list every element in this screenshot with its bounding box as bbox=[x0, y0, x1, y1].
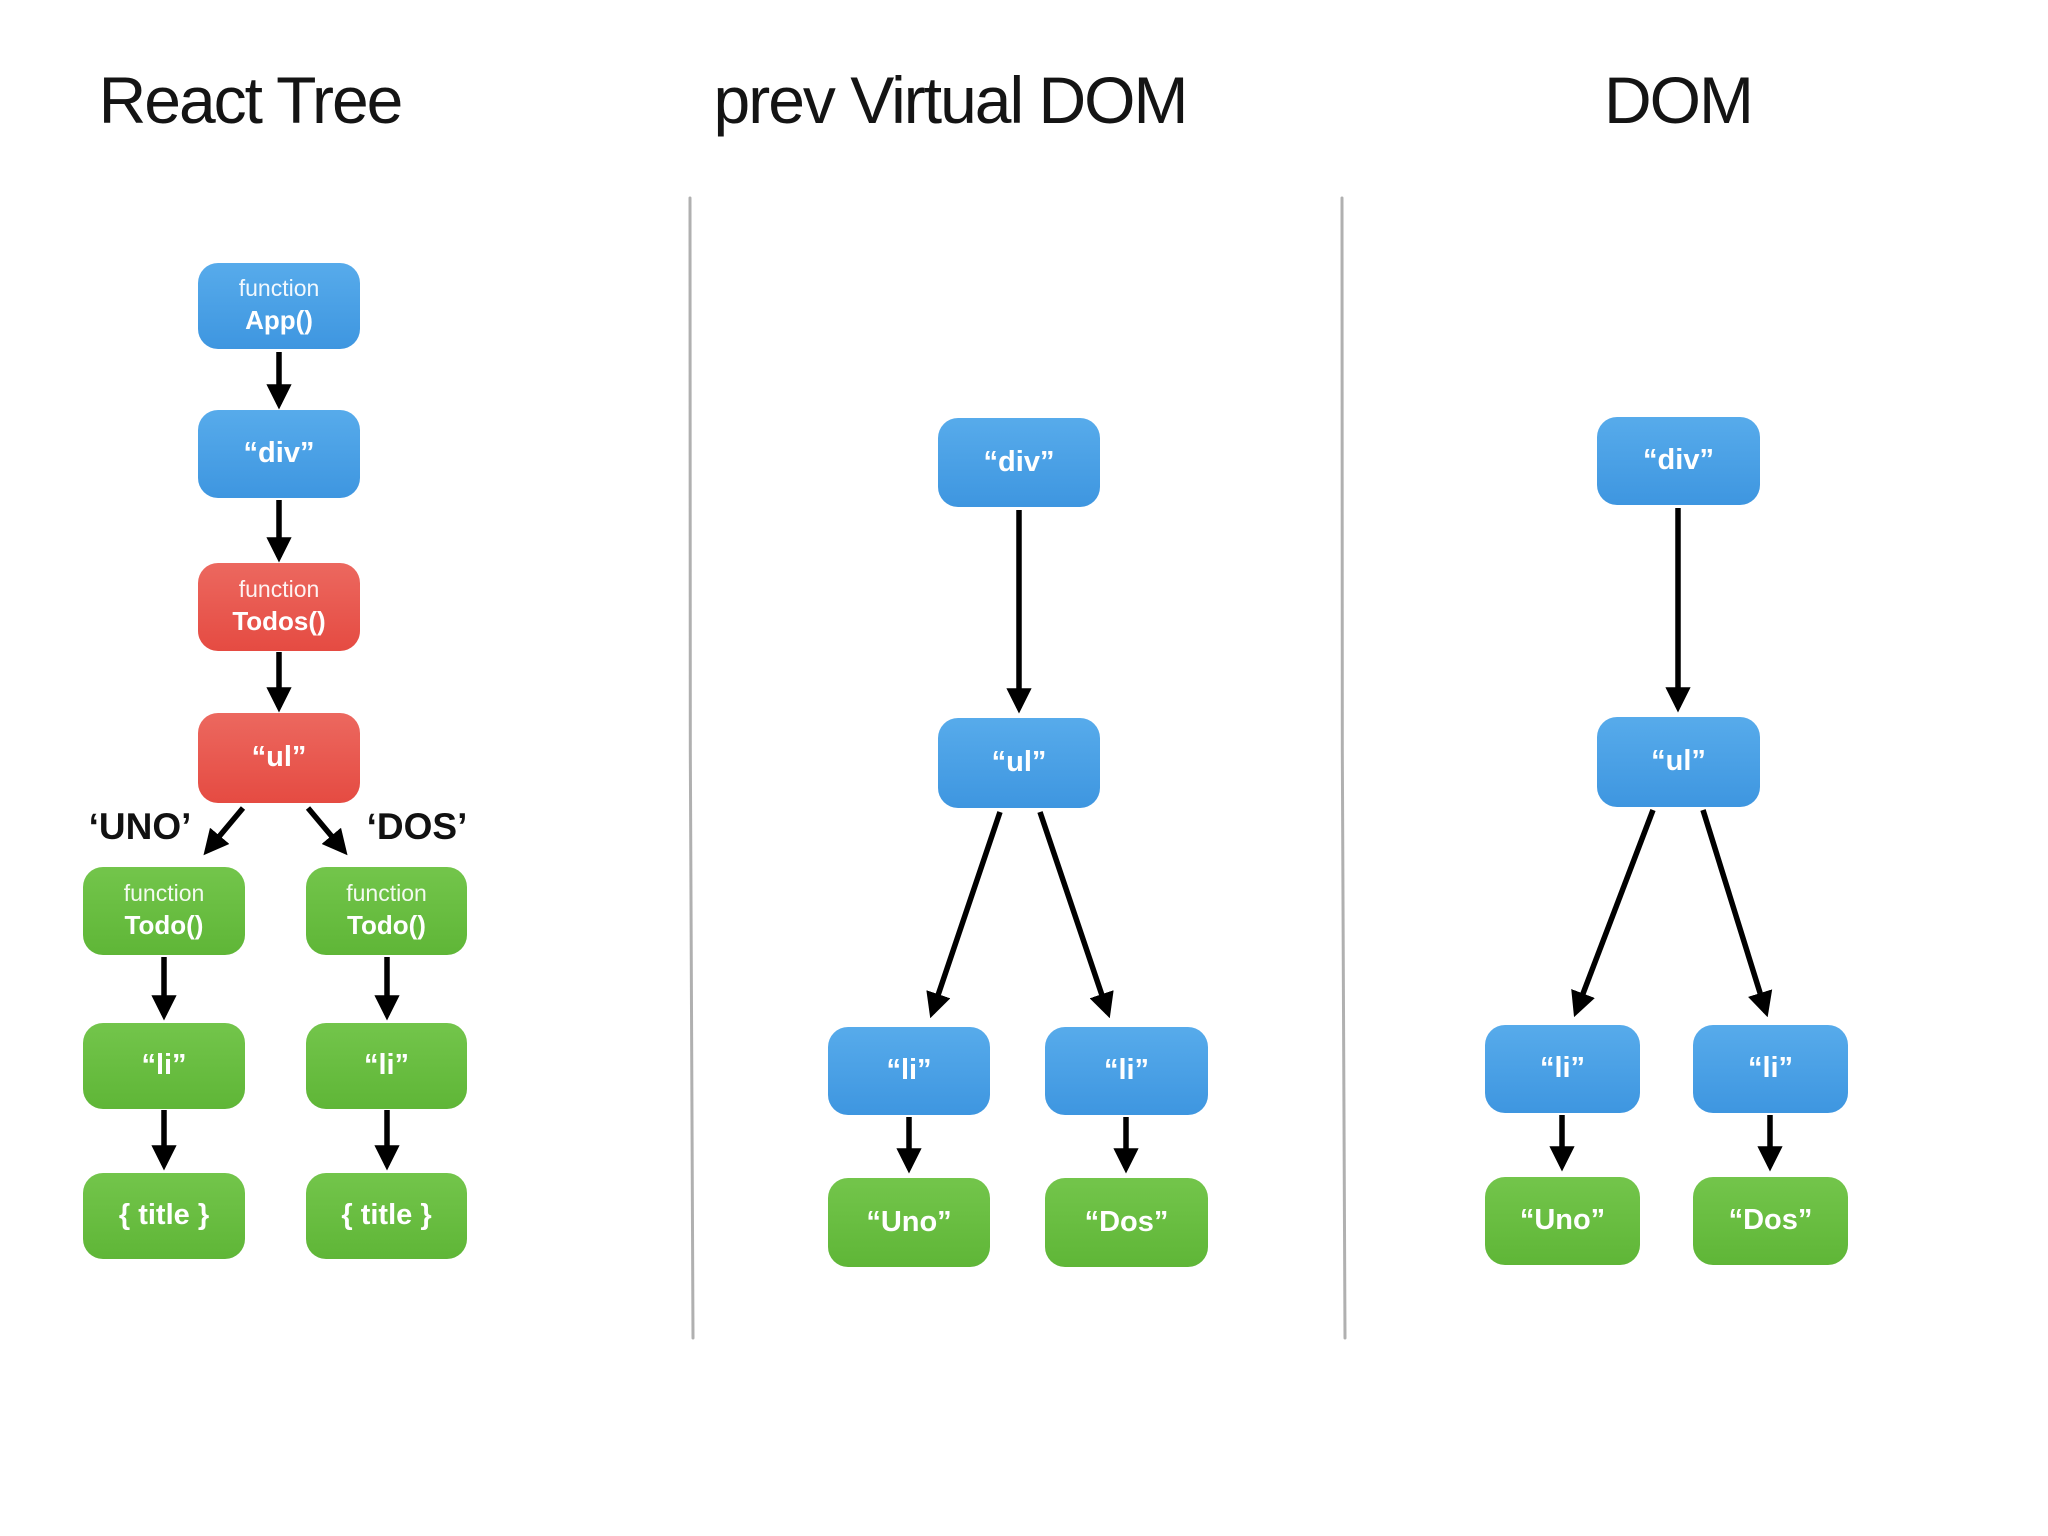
dom-node-li-left-label: “li” bbox=[1539, 1052, 1586, 1085]
vdom-node-uno-label: “Uno” bbox=[866, 1205, 952, 1238]
react-node-ul-label: “ul” bbox=[251, 741, 307, 774]
edge-label-dos-key: ‘DOS’ bbox=[366, 806, 468, 847]
react-node-app: function App() bbox=[198, 263, 360, 349]
vdom-node-dos-label: “Dos” bbox=[1084, 1205, 1169, 1238]
vdom-node-div: “div” bbox=[938, 418, 1100, 507]
react-node-li-left-label: “li” bbox=[141, 1049, 187, 1082]
vdom-node-uno: “Uno” bbox=[828, 1178, 990, 1267]
arrow-vdom-ul-to-li-right bbox=[1037, 811, 1114, 1019]
arrow-ul-to-todo-right bbox=[305, 806, 348, 856]
dom-node-ul-label: “ul” bbox=[1651, 745, 1706, 778]
dom-node-div: “div” bbox=[1597, 417, 1760, 505]
column-title-dom: DOM bbox=[1604, 63, 1754, 137]
dom-node-div-label: “div” bbox=[1643, 444, 1714, 477]
column-title-react-tree: React Tree bbox=[98, 63, 404, 137]
arrow-vdom-ul-to-li-left bbox=[926, 811, 1003, 1019]
dom-node-li-right-label: “li” bbox=[1747, 1052, 1794, 1085]
react-node-todo-left: function Todo() bbox=[83, 867, 245, 955]
react-node-todo-left-keyword: function bbox=[123, 880, 205, 907]
react-node-title-left-label: { title } bbox=[118, 1199, 210, 1232]
react-node-todo-left-name: Todo() bbox=[124, 910, 204, 941]
column-title-prev-virtual-dom: prev Virtual DOM bbox=[713, 63, 1189, 137]
dom-node-dos-label: “Dos” bbox=[1728, 1204, 1813, 1237]
arrow-ul-to-todo-left bbox=[203, 806, 246, 856]
dom-node-uno-label: “Uno” bbox=[1519, 1204, 1606, 1237]
edge-label-uno-key: ‘UNO’ bbox=[88, 806, 192, 847]
react-node-title-left: { title } bbox=[83, 1173, 245, 1259]
dom-node-uno: “Uno” bbox=[1485, 1177, 1640, 1265]
react-node-div: “div” bbox=[198, 410, 360, 498]
dom-node-ul: “ul” bbox=[1597, 717, 1760, 807]
react-node-todo-right-name: Todo() bbox=[347, 910, 426, 941]
react-node-li-left: “li” bbox=[83, 1023, 245, 1109]
react-node-title-right: { title } bbox=[306, 1173, 467, 1259]
vdom-node-div-label: “div” bbox=[983, 445, 1055, 478]
react-node-title-right-label: { title } bbox=[341, 1199, 432, 1232]
vdom-node-ul-label: “ul” bbox=[991, 746, 1047, 779]
react-node-div-label: “div” bbox=[243, 437, 315, 470]
react-node-todos-name: Todos() bbox=[232, 606, 326, 637]
react-node-li-right-label: “li” bbox=[363, 1049, 410, 1082]
dom-node-dos: “Dos” bbox=[1693, 1177, 1848, 1265]
vdom-node-ul: “ul” bbox=[938, 718, 1100, 808]
dom-node-li-left: “li” bbox=[1485, 1025, 1640, 1113]
dom-node-li-right: “li” bbox=[1693, 1025, 1848, 1113]
react-node-todos: function Todos() bbox=[198, 563, 360, 651]
react-node-todos-keyword: function bbox=[238, 576, 320, 603]
react-node-todo-right-keyword: function bbox=[346, 880, 427, 907]
react-node-todo-right: function Todo() bbox=[306, 867, 467, 955]
react-node-app-name: App() bbox=[245, 305, 313, 336]
react-node-app-keyword: function bbox=[238, 275, 320, 302]
vdom-node-li-right-label: “li” bbox=[1103, 1054, 1150, 1087]
react-node-li-right: “li” bbox=[306, 1023, 467, 1109]
vdom-node-dos: “Dos” bbox=[1045, 1178, 1208, 1267]
arrow-dom-ul-to-li-right bbox=[1700, 809, 1773, 1018]
column-divider-1 bbox=[688, 196, 695, 1340]
vdom-node-li-left: “li” bbox=[828, 1027, 990, 1115]
vdom-node-li-left-label: “li” bbox=[886, 1054, 932, 1087]
react-node-ul: “ul” bbox=[198, 713, 360, 803]
vdom-node-li-right: “li” bbox=[1045, 1027, 1208, 1115]
arrow-dom-ul-to-li-left bbox=[1571, 809, 1656, 1018]
column-divider-2 bbox=[1340, 196, 1347, 1340]
